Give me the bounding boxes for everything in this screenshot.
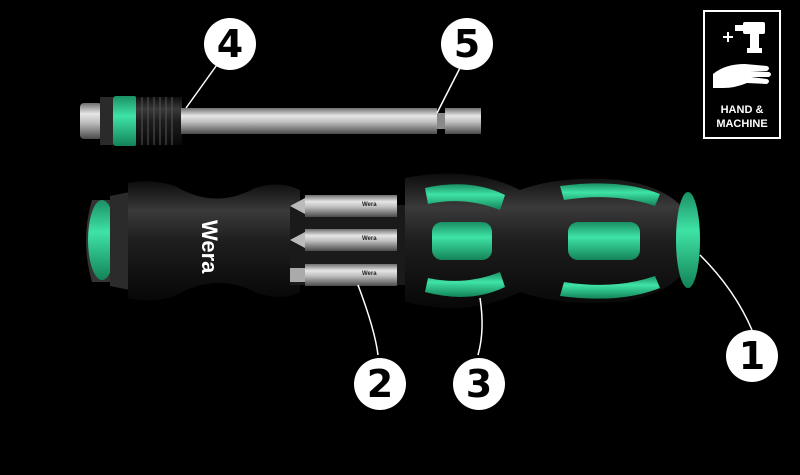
bit-label-3: Wera: [362, 271, 377, 277]
bit-label-2: Wera: [362, 236, 377, 242]
grip-zones: [425, 183, 700, 299]
brand-wordmark: Wera: [197, 220, 222, 274]
extension-bit-holder: [80, 96, 481, 146]
badge-line-1: HAND &: [720, 104, 764, 116]
hand-icon: [713, 64, 771, 88]
badge-line-2: MACHINE: [716, 118, 768, 130]
main-screwdriver: [86, 173, 700, 309]
callout-1: 1: [726, 330, 778, 382]
callout-2: 2: [354, 358, 406, 410]
bit-label-1: Wera: [362, 202, 377, 208]
leader-lines: [185, 61, 753, 356]
callout-4: 4: [204, 18, 256, 70]
plus-icon: [723, 32, 733, 42]
callout-5: 5: [441, 18, 493, 70]
drill-icon: [735, 22, 765, 53]
hand-and-machine-badge: HAND & MACHINE: [703, 10, 781, 139]
bit-magazine: [290, 195, 397, 286]
badge-pictogram: [713, 22, 771, 88]
callout-3: 3: [453, 358, 505, 410]
